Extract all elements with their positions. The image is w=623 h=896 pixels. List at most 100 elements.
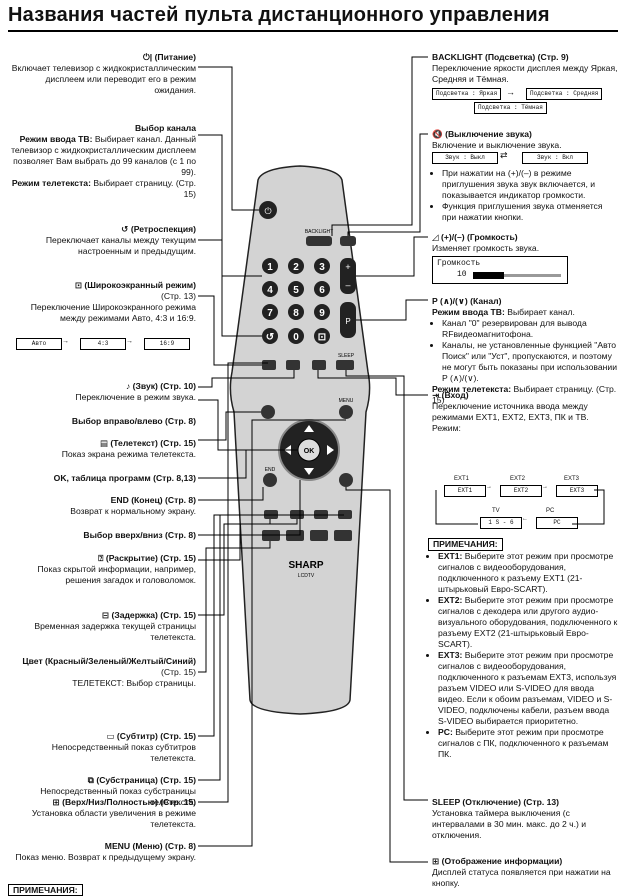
info-icon: ⊞ [432,856,440,866]
end-button [263,473,277,487]
updown-desc: Выбор вверх/вниз (Стр. 8) [83,530,196,540]
digit-keypad: 1 2 3 4 5 6 7 8 9 ↺ 0 ⊡ [262,258,330,344]
svg-text:MENU: MENU [339,398,354,404]
backlight-button [306,236,332,246]
note-pc: PC: Выберите этот режим при просмотре си… [438,727,618,760]
leader-lines [198,56,428,863]
svg-text:2: 2 [293,262,299,273]
end-desc: END (Конец) (Стр. 8) Возврат к нормально… [70,495,196,516]
wide-mode-flow: Авто → 4:3 → 16:9 [16,338,196,350]
wide-mode-auto: Авто [16,338,62,350]
note-ext2: EXT2: Выберите этот режим при просмотре … [438,595,618,650]
input-ext1-box: EXT1 [444,485,486,497]
svg-text:⊡: ⊡ [318,332,326,343]
display-desc: ⊞ (Отображение информации) Дисплей стату… [432,856,611,888]
teletext-icon: ▤ [99,438,108,448]
power-icon: ⏻| [142,52,153,62]
ok-desc: OK, таблица программ (Стр. 8,13) [53,473,196,483]
sound-icon: ♪ [125,381,131,391]
input-flow: EXT1 EXT2 EXT3 EXT1 → EXT2 → EXT3 TV PC … [432,476,618,532]
note-ext1: EXT1: Выберите этот режим при просмотре … [438,551,618,595]
svg-text:+: + [345,262,350,272]
backlight-medium-box: Подсветка : Средняя [526,88,603,100]
reveal-icon: ⍰ [98,553,104,563]
bottom-note: ПРИМЕЧАНИЯ: [8,884,83,896]
mute-notes: При нажатии на (+)/(–) в режиме приглуше… [432,168,618,223]
svg-text:9: 9 [319,308,325,319]
volume-rocker [340,258,356,294]
menu-button [339,405,353,419]
volume-icon: ◿ [432,232,439,242]
svg-text:4: 4 [267,285,273,296]
power-button [259,201,277,219]
backlight-text: BACKLIGHT [305,229,333,235]
svg-text:8: 8 [293,308,299,319]
input-pc-box: PC [536,517,578,529]
pchannel-note-1: Канал "0" резервирован для вывода RFвиде… [442,318,618,340]
mute-note-1: При нажатии на (+)/(–) в режиме приглуше… [442,168,618,201]
svg-text:1: 1 [267,262,273,273]
subpage-desc: ⧉ (Субстраница) (Стр. 15) Непосредственн… [40,775,196,807]
mute-off-box: Звук : Выкл [432,152,498,164]
svg-text:END: END [265,467,276,473]
input-icon: ⇥ [432,390,440,400]
svg-text:SLEEP: SLEEP [338,353,355,359]
wide-icon: ⊡ [74,280,83,290]
backlight-flow: Подсветка : Яркая → Подсветка : Средняя … [432,87,618,114]
wide-mode-16-9: 16:9 [144,338,190,350]
pchannel-note-2: Каналы, не установленные функцией "Авто … [442,340,618,384]
hold-desc: ⊟ (Задержка) (Стр. 15) Временная задержк… [34,610,196,642]
sound-desc: ♪ (Звук) (Стр. 10) Переключение в режим … [75,381,196,402]
subtitle-icon: ▭ [106,731,115,741]
svg-text:P: P [345,317,350,326]
wide-mode-4-3: 4:3 [80,338,126,350]
volume-bar-track [473,274,561,277]
backlight-dark-box: Подсветка : Тёмная [474,102,547,114]
flashback-desc: ↺ (Ретроспекция) Переключает каналы межд… [45,224,196,256]
channel-desc: Выбор канала Режим ввода ТВ: Выбирает ка… [11,123,196,199]
svg-text:↺: ↺ [266,332,274,343]
teletext-desc: ▤ (Телетекст) (Стр. 15) Показ экрана реж… [61,438,196,459]
menu-desc: MENU (Меню) (Стр. 8) Показ меню. Возврат… [15,841,196,862]
input-notes: ПРИМЕЧАНИЯ: EXT1: Выберите этот режим пр… [428,538,618,760]
page-title: Названия частей пульта дистанционного уп… [8,4,618,32]
mute-note-2: Функция приглушения звука отменяется при… [442,201,618,223]
input-tv-box: 1 S - 6 [480,517,522,529]
volume-osd-value: 10 [457,270,467,279]
input-ext3-box: EXT3 [556,485,598,497]
input-desc: ⇥ (Вход) Переключение источника ввода ме… [432,390,589,433]
svg-text:7: 7 [267,308,273,319]
svg-text:OK: OK [304,448,315,455]
mute-on-box: Звук : Вкл [522,152,588,164]
backlight-bright-box: Подсветка : Яркая [432,88,502,100]
mute-icon: 🔇 [432,129,443,139]
volume-bar-fill [473,272,504,279]
channel-rocker [340,302,356,338]
volume-osd: Громкость 10 [432,256,568,284]
mute-button [340,236,356,246]
notes-heading: ПРИМЕЧАНИЯ: [428,538,503,551]
color-desc: Цвет (Красный/Зеленый/Желтый/Синий) (Стр… [22,656,196,688]
power-desc: ⏻| (Питание) Включает телевизор с жидкок… [11,52,196,95]
note-ext3: EXT3: Выберите этот режим при просмотре … [438,650,618,727]
mute-flow: Звук : Выкл ⇄ Звук : Вкл [432,150,618,164]
svg-text:0: 0 [293,332,299,343]
input-ext2-box: EXT2 [500,485,542,497]
model-text: LCDTV [298,573,315,579]
sleep-desc: SLEEP (Отключение) (Стр. 13) Установка т… [432,797,587,840]
reveal-desc: ⍰ (Раскрытие) (Стр. 15) Показ скрытой ин… [37,553,196,585]
svg-text:–: – [345,280,350,290]
svg-text:5: 5 [293,285,299,296]
svg-text:3: 3 [319,262,325,273]
backlight-desc: BACKLIGHT (Подсветка) (Стр. 9) Переключе… [432,52,618,84]
svg-text:6: 6 [319,285,325,296]
pchannel-desc: P (∧)/(∨) (Канал) Режим ввода ТВ: Выбира… [432,296,618,406]
size-desc: ⊞ (Верх/Низ/Полностью) (Стр. 15) Установ… [31,797,196,829]
teletext-button [261,405,275,419]
subpage-icon: ⧉ [87,775,94,785]
hold-icon: ⊟ [101,610,110,620]
subtitle-desc: ▭ (Субтитр) (Стр. 15) Непосредственный п… [51,731,196,763]
volume-osd-label: Громкость [437,259,481,268]
brand-logo: SHARP [288,560,323,571]
